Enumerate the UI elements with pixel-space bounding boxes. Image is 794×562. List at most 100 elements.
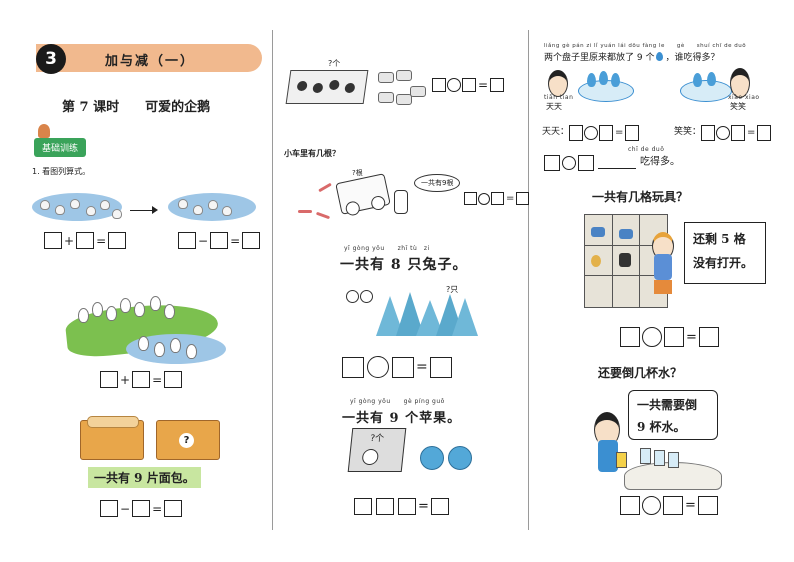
answer-box[interactable] (100, 500, 118, 517)
xiaoxiao-answer: 笑笑：= (674, 124, 772, 141)
answer-box[interactable] (376, 498, 394, 515)
question-1-label: 1. 看图列算式。 (32, 167, 91, 176)
operator-circle[interactable] (562, 155, 576, 170)
plate-question-pinyin: liǎng gè pán zi lǐ yuán lái dōu fàng le … (544, 43, 747, 49)
answer-box[interactable] (432, 77, 446, 92)
answer-box[interactable] (664, 327, 684, 347)
water-speech-bubble: 一共需要倒 9 杯水。 (628, 390, 718, 440)
block-icon (285, 70, 369, 104)
operator-circle[interactable] (642, 496, 661, 515)
bone-icon (315, 211, 331, 220)
answer-box[interactable] (620, 327, 640, 347)
operator-circle[interactable] (447, 77, 461, 92)
answer-box[interactable] (354, 498, 372, 515)
operator-circle[interactable] (367, 356, 389, 378)
operator-circle[interactable] (584, 125, 599, 140)
whistle-icon (378, 72, 394, 83)
answer-box[interactable] (242, 232, 261, 249)
answer-box[interactable] (578, 154, 594, 171)
answer-box[interactable] (599, 124, 614, 141)
bread-count-banner: 一共有 9 片面包。 (88, 467, 201, 488)
answer-box[interactable] (108, 232, 127, 249)
equation-rabbits: = (342, 356, 452, 378)
robot-icon (394, 190, 408, 214)
ate-more-text: 吃得多。 (640, 156, 680, 168)
unit-banner (36, 44, 262, 72)
column-divider (528, 30, 529, 530)
answer-box[interactable] (698, 327, 719, 347)
answer-box[interactable] (430, 498, 449, 515)
teacher-icon (38, 124, 50, 138)
duck-icon (208, 200, 218, 210)
answer-box[interactable] (429, 356, 452, 378)
answer-box[interactable] (516, 192, 530, 205)
apple-icon (420, 446, 444, 470)
arrow-icon (130, 210, 156, 212)
duck-icon (178, 199, 188, 209)
whistle-icon (378, 92, 394, 103)
answer-box[interactable] (491, 192, 504, 205)
answer-box[interactable] (620, 496, 640, 515)
answer-box[interactable] (178, 232, 196, 249)
duck-icon (222, 206, 232, 216)
answer-box[interactable] (132, 371, 151, 388)
answer-box[interactable] (569, 124, 584, 141)
practice-badge-label: 基础训练 (34, 138, 87, 157)
rabbit-question: ?只 (446, 285, 459, 294)
answer-box[interactable] (164, 371, 183, 388)
answer-box[interactable] (731, 124, 746, 141)
ate-more-pinyin: chī de duō (628, 146, 665, 153)
answer-blank[interactable] (598, 168, 636, 169)
unit-title: 加与减（一） (105, 54, 196, 69)
answer-box[interactable] (132, 500, 151, 517)
equation-apples: = (354, 498, 449, 515)
answer-box[interactable] (544, 154, 560, 171)
operator-circle[interactable] (478, 192, 490, 205)
basket-icon: ? (156, 420, 220, 460)
box-icon: ?个 (347, 428, 407, 472)
answer-box[interactable] (100, 371, 118, 388)
answer-box[interactable] (398, 498, 416, 515)
answer-box[interactable] (76, 232, 95, 249)
xiaoxiao-name: 笑笑 (730, 102, 746, 111)
answer-box[interactable] (392, 356, 414, 378)
answer-box[interactable] (210, 232, 229, 249)
answer-box[interactable] (464, 192, 477, 205)
basket-question-mark: ? (179, 433, 194, 448)
answer-box[interactable] (342, 356, 364, 378)
tiantian-answer-label: 天天： (542, 127, 570, 137)
compare-answer: 吃得多。 (544, 154, 680, 171)
xiaoxiao-answer-label: 笑笑： (674, 127, 702, 137)
equation-geese: += (100, 371, 183, 388)
operator-circle[interactable] (716, 125, 731, 140)
water-drop-icon (656, 52, 664, 61)
answer-box[interactable] (663, 496, 683, 515)
bone-icon (318, 182, 332, 193)
tiantian-answer: 天天：= (542, 124, 640, 141)
answer-box[interactable] (757, 124, 772, 141)
operator-circle[interactable] (642, 327, 662, 347)
rabbit-icon (346, 290, 359, 303)
answer-box[interactable] (490, 77, 505, 92)
answer-box[interactable] (462, 77, 476, 92)
whistle-icon (396, 94, 412, 105)
apple-icon (448, 446, 472, 470)
answer-box[interactable] (701, 124, 716, 141)
geese-icon (64, 292, 226, 364)
cup-icon (640, 448, 651, 464)
answer-box[interactable] (164, 500, 183, 517)
duck-icon (40, 200, 50, 210)
water-bubble-line-1: 一共需要倒 (637, 398, 698, 412)
cup-icon (654, 450, 665, 466)
whistle-icon (410, 86, 426, 97)
bread-icon (87, 416, 139, 428)
plate-question-text: 两个盘子里原来都放了 9 个 (544, 53, 655, 63)
duck-icon (112, 209, 122, 219)
column-divider (272, 30, 273, 530)
apple-sentence: 一共有 9 个苹果。 (342, 411, 462, 426)
answer-box[interactable] (44, 232, 62, 249)
answer-box[interactable] (697, 496, 718, 515)
duck-icon (193, 205, 203, 215)
answer-box[interactable] (625, 124, 640, 141)
basket-icon (80, 416, 144, 460)
